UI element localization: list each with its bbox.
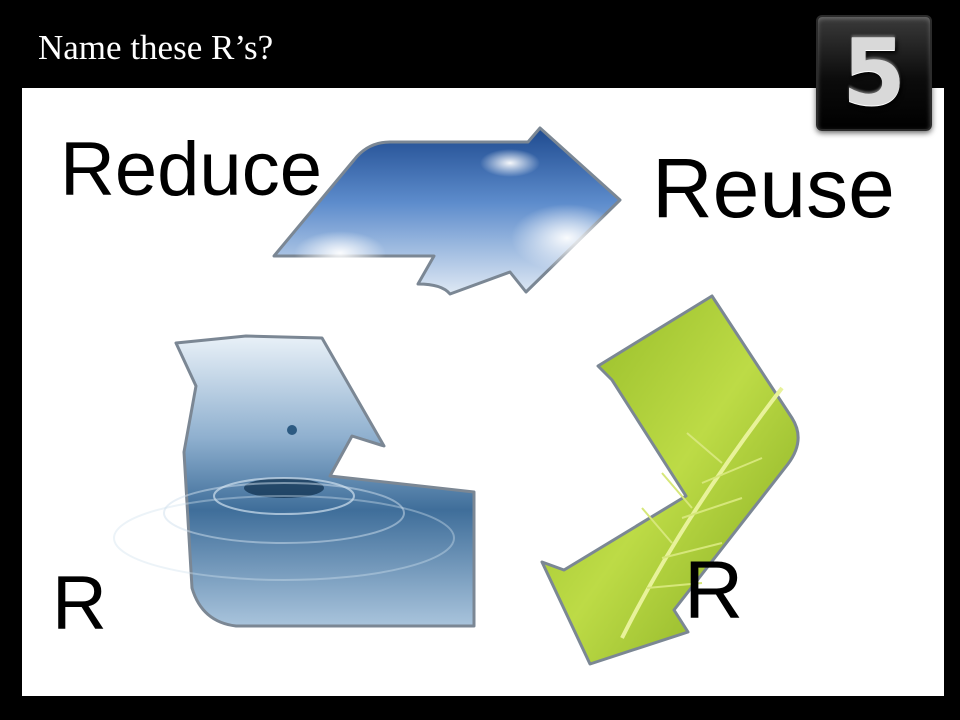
content-panel: Reduce Reuse R R bbox=[22, 88, 944, 696]
word-r-right: R bbox=[684, 545, 744, 636]
word-r-left: R bbox=[52, 561, 107, 646]
word-reduce: Reduce bbox=[60, 127, 322, 212]
question-number: 5 bbox=[841, 19, 906, 126]
slide-title: Name these R’s? bbox=[38, 28, 274, 67]
word-reuse: Reuse bbox=[652, 141, 895, 235]
recycle-arrow-sky-icon bbox=[272, 126, 623, 296]
recycle-arrow-leaf-icon bbox=[540, 294, 800, 666]
recycle-symbol bbox=[113, 126, 800, 666]
question-number-badge: 5 bbox=[816, 15, 932, 131]
recycle-arrow-water-icon bbox=[113, 334, 476, 628]
